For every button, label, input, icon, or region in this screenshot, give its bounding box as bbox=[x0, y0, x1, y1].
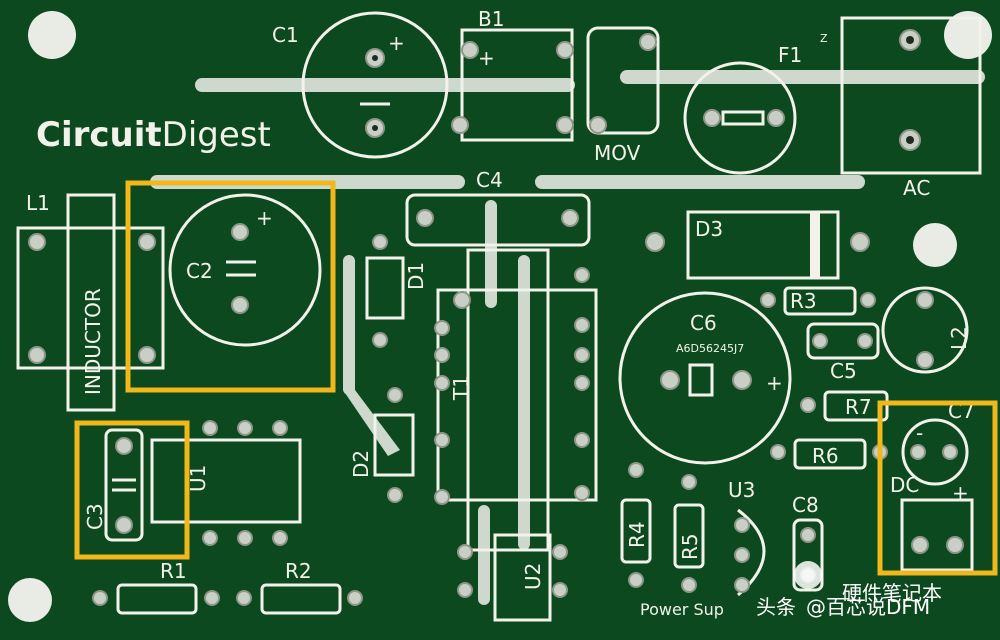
c7-dc-footprint: C7 DC + - bbox=[890, 399, 975, 572]
c6-footprint: C6 A6D56245J7 + bbox=[618, 291, 792, 465]
r5-label: R5 bbox=[678, 533, 702, 560]
wechat-icon bbox=[794, 561, 822, 589]
c2-plus: + bbox=[256, 206, 273, 230]
power-supply-label: Power Sup bbox=[640, 600, 724, 619]
r7-label: R7 bbox=[845, 395, 872, 419]
c2-footprint: C2 + bbox=[168, 193, 322, 347]
mov-label: MOV bbox=[594, 141, 641, 165]
d3-footprint: D3 bbox=[645, 210, 870, 280]
c3-footprint: C3 bbox=[83, 428, 144, 542]
c1-plus: + bbox=[388, 31, 405, 55]
brand-logo: CircuitDigest bbox=[36, 115, 271, 155]
ac-label: AC bbox=[903, 176, 930, 200]
c1-label: C1 bbox=[272, 23, 299, 47]
r2-footprint: R2 bbox=[236, 559, 363, 615]
r3-footprint: R3 bbox=[760, 286, 876, 316]
l2-footprint: L2 bbox=[881, 286, 971, 374]
dc-plus: + bbox=[952, 481, 969, 505]
ac-z-mark: Z bbox=[820, 32, 828, 45]
t1-label: T1 bbox=[449, 375, 473, 401]
highlight-boxes bbox=[74, 180, 998, 576]
r4-footprint: R4 bbox=[620, 462, 652, 588]
watermark-account: 硬件笔记本 bbox=[842, 581, 942, 605]
r1-footprint: R1 bbox=[92, 559, 220, 615]
highlight-box-c2 bbox=[125, 180, 336, 393]
r1-label: R1 bbox=[160, 559, 187, 583]
u2-label: U2 bbox=[521, 563, 545, 590]
d2-label: D2 bbox=[349, 450, 373, 478]
c1-footprint: C1 + bbox=[272, 11, 449, 159]
highlight-box-c7-dc bbox=[877, 400, 998, 576]
u1-footprint: U1 bbox=[150, 420, 302, 546]
f1-label: F1 bbox=[778, 43, 802, 67]
dc-label: DC bbox=[890, 473, 919, 497]
l2-label: L2 bbox=[947, 326, 971, 350]
c6-plus: + bbox=[766, 371, 783, 395]
u3-footprint: U3 bbox=[728, 478, 766, 597]
b1-label: B1 bbox=[478, 7, 504, 31]
b1-plus: + bbox=[478, 46, 495, 70]
u3-label: U3 bbox=[728, 478, 755, 502]
r7-footprint: R7 bbox=[800, 390, 889, 422]
watermark-source: 头条 bbox=[756, 595, 796, 619]
l1-label: L1 bbox=[26, 191, 50, 215]
watermark: 硬件笔记本 头条 @百芯说DFM bbox=[756, 561, 942, 619]
d1-label: D1 bbox=[404, 262, 428, 290]
c3-label: C3 bbox=[83, 503, 107, 530]
r6-label: R6 bbox=[812, 444, 839, 468]
watermark-handle: @百芯说DFM bbox=[806, 595, 930, 619]
u2-footprint: U2 bbox=[457, 533, 568, 622]
c2-label: C2 bbox=[186, 259, 213, 283]
r4-label: R4 bbox=[625, 521, 649, 548]
c8-label: C8 bbox=[792, 493, 819, 517]
mov-footprint: MOV bbox=[586, 26, 660, 165]
inductor-label: INDUCTOR bbox=[81, 288, 105, 395]
c4-label: C4 bbox=[476, 168, 503, 192]
d2-footprint: D2 bbox=[349, 387, 415, 503]
c6-label: C6 bbox=[690, 311, 717, 335]
r3-label: R3 bbox=[790, 289, 817, 313]
c8-footprint: C8 bbox=[792, 493, 824, 592]
u1-label: U1 bbox=[186, 465, 210, 492]
r2-label: R2 bbox=[285, 559, 312, 583]
c5-footprint: C5 bbox=[806, 322, 880, 383]
c4-footprint: C4 bbox=[405, 168, 591, 247]
c5-label: C5 bbox=[830, 359, 857, 383]
ac-terminal-footprint: AC Z bbox=[820, 16, 982, 200]
highlight-box-c3 bbox=[74, 420, 190, 560]
r5-footprint: R5 bbox=[673, 474, 705, 593]
c6-code: A6D56245J7 bbox=[676, 342, 744, 355]
b1-footprint: B1 + bbox=[451, 7, 574, 142]
t1-footprint: T1 bbox=[434, 248, 598, 552]
routing-slots bbox=[150, 70, 985, 605]
d1-footprint: D1 bbox=[365, 234, 428, 348]
c7-minus: - bbox=[916, 421, 923, 445]
f1-footprint: F1 bbox=[683, 43, 802, 175]
l1-footprint: L1 INDUCTOR bbox=[16, 191, 165, 412]
d3-label: D3 bbox=[695, 217, 723, 241]
